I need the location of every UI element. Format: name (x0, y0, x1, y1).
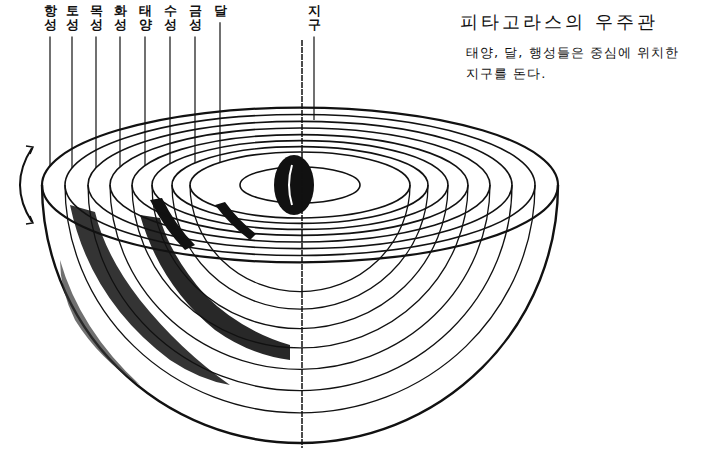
body-label: 지구 (308, 4, 321, 33)
leader-line (119, 37, 120, 167)
body-label: 금성 (189, 4, 202, 33)
title: 피타고라스의 우주관 (460, 10, 658, 34)
body-label: 화성 (114, 4, 127, 33)
orbit-rim (152, 141, 448, 230)
orbit-rim (88, 121, 512, 248)
leader-line (71, 37, 72, 168)
body-label: 항성 (44, 4, 57, 33)
body-label: 달 (214, 4, 227, 18)
body-label: 태양 (139, 4, 152, 33)
orbit-rim (172, 147, 428, 224)
shadow-band (60, 260, 140, 385)
leader-lines (50, 22, 314, 168)
leader-line (313, 37, 314, 120)
orbit-rim (190, 152, 410, 218)
bracket-tick (26, 216, 33, 224)
body-label: 수성 (164, 4, 177, 33)
orbit-rim (65, 115, 535, 256)
leader-line (219, 22, 220, 162)
bracket-tick (26, 146, 33, 154)
earth-globe (274, 155, 314, 215)
leader-line (169, 37, 170, 164)
rotation-bracket (20, 148, 32, 222)
caption: 태양, 달, 행성들은 중심에 위치한 지구를 돈다. (466, 42, 694, 85)
leader-line (49, 37, 50, 166)
leader-line (194, 37, 195, 163)
body-label: 토성 (66, 4, 79, 33)
body-label: 목성 (90, 4, 103, 33)
center-axis (301, 40, 303, 448)
leader-line (95, 37, 96, 168)
orbit-rim (110, 128, 490, 242)
leader-line (144, 37, 145, 166)
earth-highlight (289, 165, 292, 205)
orbit-rim (132, 135, 468, 236)
